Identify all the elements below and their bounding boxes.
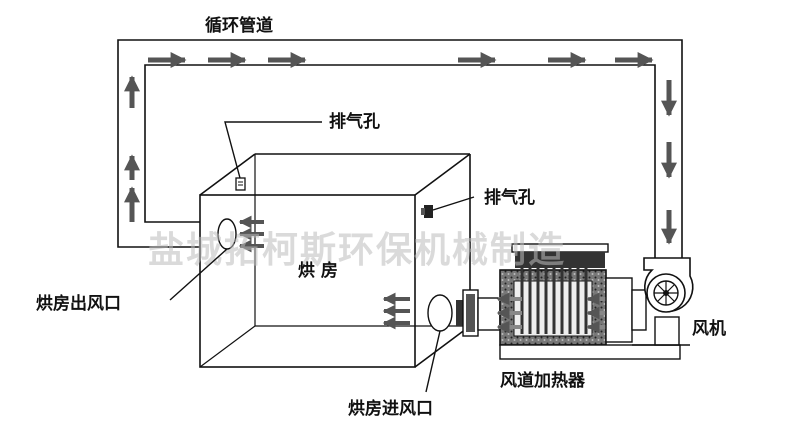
watermark: 盐城拓柯斯环保机械制造	[148, 230, 566, 271]
outlet-airflow-arrows	[238, 215, 264, 253]
exhaust-hole-top	[235, 177, 246, 191]
duct-heater	[496, 243, 681, 360]
duct-airflow-arrows	[123, 51, 678, 245]
label-circulation-pipe: 循环管道	[205, 15, 273, 36]
label-fan: 风机	[692, 318, 726, 339]
label-room-outlet: 烘房出风口	[36, 293, 121, 314]
label-room-inlet: 烘房进风口	[348, 398, 433, 419]
leader-lines	[169, 121, 475, 393]
exhaust-hole-side	[421, 205, 433, 218]
label-drying-room: 烘 房	[298, 260, 338, 281]
inlet-airflow-arrows	[382, 292, 410, 330]
label-duct-heater: 风道加热器	[500, 370, 586, 391]
heater-connector	[456, 289, 501, 337]
room-inlet-port	[427, 294, 453, 332]
label-exhaust-hole-side: 排气孔	[484, 187, 535, 208]
fan	[632, 257, 694, 346]
drying-room	[199, 153, 471, 368]
label-exhaust-hole-top: 排气孔	[329, 111, 380, 132]
circulation-duct	[117, 39, 683, 262]
